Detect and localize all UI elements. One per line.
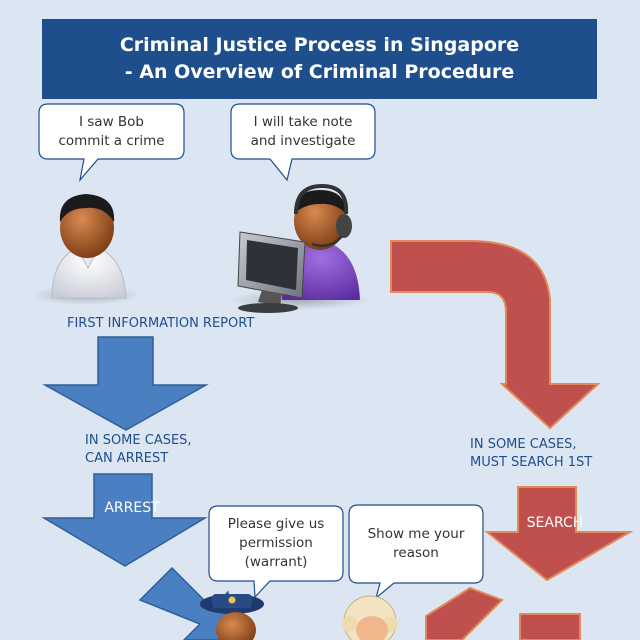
officer-speech-bubble xyxy=(230,103,376,182)
police-bubble-text: Please give us permission (warrant) xyxy=(209,508,343,579)
first-information-report-label: FIRST INFORMATION REPORT xyxy=(67,316,255,331)
witness-person-icon xyxy=(31,194,141,305)
judge-icon xyxy=(342,595,398,640)
arrest-cases-line-2: CAN ARREST xyxy=(85,451,169,466)
red-arrow-search-path xyxy=(390,240,601,430)
police-speech-bubble xyxy=(208,505,344,599)
title-line-1: Criminal Justice Process in Singapore xyxy=(119,34,520,56)
blue-arrow-report-down xyxy=(42,336,209,431)
witness-text-2: commit a crime xyxy=(58,132,165,149)
search-cases-line-1: IN SOME CASES, xyxy=(470,437,577,452)
police-text-3: (warrant) xyxy=(244,554,308,570)
red-arrow-bottom-right xyxy=(519,613,581,640)
title-line-2: - An Overview of Criminal Procedure xyxy=(124,61,515,83)
red-arrow-search xyxy=(484,486,634,582)
judge-bubble-text: Show me your reason xyxy=(349,507,483,581)
witness-bubble-text: I saw Bob commit a crime xyxy=(39,106,184,157)
arrest-cases-line-1: IN SOME CASES, xyxy=(85,433,192,448)
arrest-arrow-label: ARREST xyxy=(104,500,160,516)
police-text-2: permission xyxy=(239,535,313,551)
police-officer-icon xyxy=(200,594,264,640)
judge-speech-bubble xyxy=(348,504,484,600)
officer-bubble-text: I will take note and investigate xyxy=(231,106,375,157)
officer-text-1: I will take note xyxy=(253,113,353,130)
search-cases-label: IN SOME CASES, MUST SEARCH 1ST xyxy=(470,436,592,472)
red-arrow-diagonal-bottom xyxy=(425,586,504,640)
witness-text-1: I saw Bob xyxy=(78,113,144,130)
title-banner: Criminal Justice Process in Singapore - … xyxy=(42,19,597,99)
blue-arrow-arrest xyxy=(41,473,208,567)
search-arrow-label: SEARCH xyxy=(526,515,584,531)
arrest-cases-label: IN SOME CASES, CAN ARREST xyxy=(85,432,192,468)
officer-at-computer-icon xyxy=(230,183,370,313)
witness-speech-bubble xyxy=(38,103,185,183)
judge-text-1: Show me your xyxy=(367,526,465,542)
search-cases-line-2: MUST SEARCH 1ST xyxy=(470,455,593,470)
officer-text-2: and investigate xyxy=(250,132,356,149)
police-text-1: Please give us xyxy=(227,516,325,532)
judge-text-2: reason xyxy=(393,545,439,561)
